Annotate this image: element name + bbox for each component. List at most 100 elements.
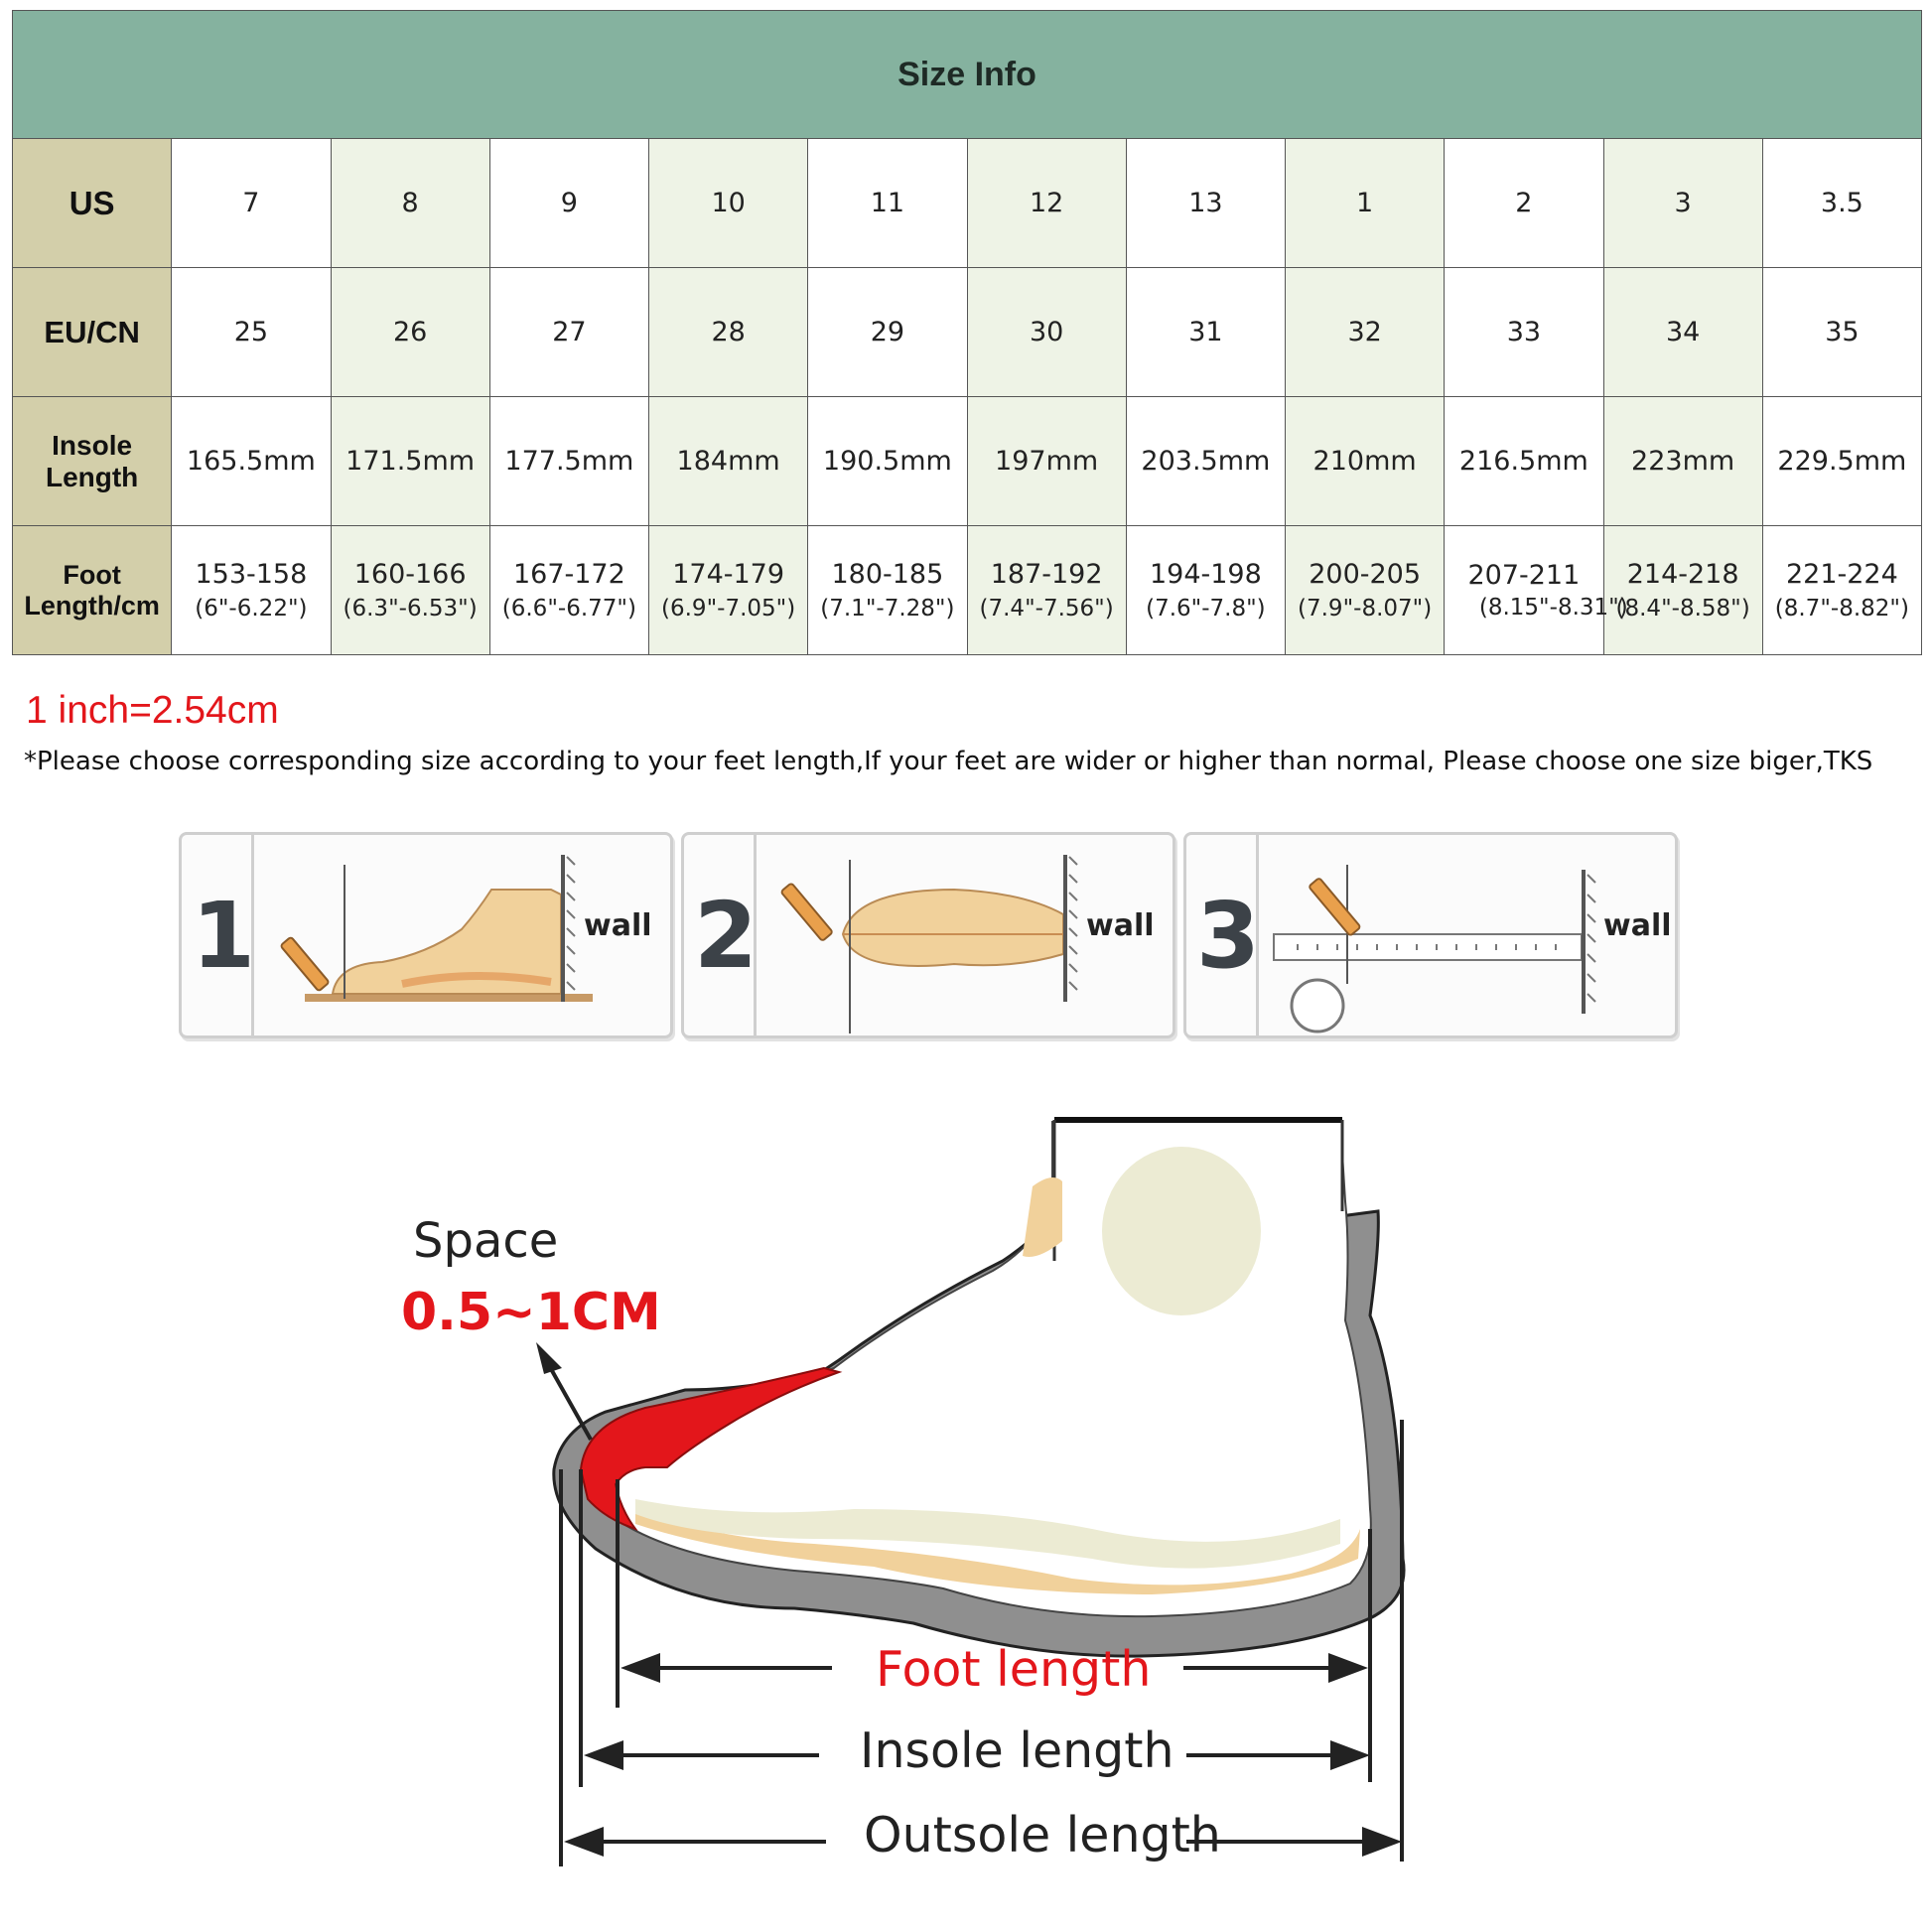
cell-main: 187-192 xyxy=(990,559,1103,590)
cell: 10 xyxy=(647,138,809,268)
step-number: 2 xyxy=(694,883,759,989)
table-row-foot-length: Foot Length/cm 153-158(6"-6.22") 160-166… xyxy=(11,525,1923,655)
table-row-eu-cn: EU/CN 25 26 27 28 29 30 31 32 33 34 35 xyxy=(11,267,1923,397)
step-number-column: 1 xyxy=(182,835,256,1035)
ruler-illustration xyxy=(1273,865,1596,1034)
cell-inches: (8.7"-8.82") xyxy=(1774,596,1909,621)
wall-label: wall xyxy=(1086,908,1155,943)
cell: 197mm xyxy=(966,396,1127,526)
cell-inches: (7.9"-8.07") xyxy=(1298,596,1433,621)
toe-space-highlight xyxy=(579,1366,843,1531)
cell: 33 xyxy=(1444,267,1604,397)
wall-hatch xyxy=(566,856,576,991)
cell: 221-224 (8.7"-8.82") xyxy=(1761,525,1923,655)
cell: 13 xyxy=(1125,138,1287,268)
row-header-insole-length: Insole Length xyxy=(11,396,173,526)
cell: 1 xyxy=(1284,138,1446,268)
cell: 8 xyxy=(330,138,490,268)
cell: 30 xyxy=(966,267,1127,397)
space-pointer-arrowhead xyxy=(536,1342,562,1374)
cell: 26 xyxy=(330,267,490,397)
cell-inches: (7.1"-7.28") xyxy=(820,596,955,621)
step-number-column: 2 xyxy=(684,835,759,1035)
cell: 153-158(6"-6.22") xyxy=(171,525,332,655)
step-number-column: 3 xyxy=(1186,835,1260,1035)
cell: 3 xyxy=(1602,138,1763,268)
cell-inches: (7.4"-7.56") xyxy=(979,596,1114,621)
cell: 9 xyxy=(488,138,650,268)
ankle-skin xyxy=(1023,1177,1062,1257)
insole-length-label: Insole length xyxy=(860,1723,1174,1779)
cell: 7 xyxy=(171,138,332,268)
row-header-eu-cn: EU/CN xyxy=(11,267,173,397)
cell-main: 160-166 xyxy=(353,559,467,590)
table-title: Size Info xyxy=(12,10,1922,139)
step-3-panel: 3 wall xyxy=(1183,832,1678,1038)
cell: 167-172(6.6"-6.77") xyxy=(488,525,650,655)
pencil-icon xyxy=(780,883,833,941)
sizing-advice: *Please choose corresponding size accord… xyxy=(24,747,1873,776)
cell: 200-205(7.9"-8.07") xyxy=(1284,525,1446,655)
wall-hatch xyxy=(1587,874,1596,1003)
cell-inches: (6.6"-6.77") xyxy=(501,596,636,621)
cell: 177.5mm xyxy=(488,396,650,526)
cell: 2 xyxy=(1444,138,1604,268)
cell: 210mm xyxy=(1284,396,1446,526)
wall-hatch xyxy=(1068,856,1078,991)
outsole-length-label: Outsole length xyxy=(864,1807,1221,1863)
cell: 207-211(8.15"-8.31") xyxy=(1444,525,1628,655)
pencil-icon xyxy=(280,936,330,992)
inch-conversion-note: 1 inch=2.54cm xyxy=(26,689,279,732)
cell-main: 180-185 xyxy=(831,559,944,590)
cell-main: 194-198 xyxy=(1149,559,1262,590)
cell: 184mm xyxy=(647,396,809,526)
pencil-icon xyxy=(1309,878,1361,936)
cell: 25 xyxy=(171,267,332,397)
cell: 27 xyxy=(488,267,650,397)
wall-label: wall xyxy=(584,908,652,943)
cell: 32 xyxy=(1284,267,1446,397)
ruler xyxy=(1273,933,1583,961)
cell-main: 174-179 xyxy=(672,559,785,590)
foot-length-arrow xyxy=(621,1653,1368,1683)
space-label: Space xyxy=(413,1213,559,1269)
outsole-length-arrow xyxy=(564,1827,1402,1857)
foot-shape xyxy=(331,889,562,995)
size-table: Size Info US 7 8 9 10 11 12 13 1 2 3 3.5… xyxy=(11,10,1923,655)
cell: 12 xyxy=(966,138,1127,268)
cell: 194-198(7.6"-7.8") xyxy=(1125,525,1287,655)
foot-outline-illustration xyxy=(780,855,1078,1034)
shoe-measurement-diagram xyxy=(536,1117,1406,1866)
cell: 35 xyxy=(1761,267,1923,397)
cell: 223mm xyxy=(1602,396,1763,526)
cell: 11 xyxy=(807,138,968,268)
floor-board xyxy=(305,994,593,1002)
cell: 216.5mm xyxy=(1444,396,1604,526)
cell: 174-179(6.9"-7.05") xyxy=(647,525,809,655)
cell-inches: (8.4"-8.58") xyxy=(1615,596,1750,621)
cell: 28 xyxy=(647,267,809,397)
cell: 31 xyxy=(1125,267,1287,397)
cell: 160-166(6.3"-6.53") xyxy=(330,525,490,655)
insole-length-arrow xyxy=(584,1740,1370,1770)
step-number: 1 xyxy=(192,883,256,989)
wall-label: wall xyxy=(1603,908,1672,943)
cell: 171.5mm xyxy=(330,396,490,526)
foot-shape xyxy=(841,888,1064,967)
cell: 3.5 xyxy=(1761,138,1923,268)
ankle-bone-shading xyxy=(1102,1147,1261,1315)
cell: 187-192 (7.4"-7.56") xyxy=(966,525,1127,655)
cell: 190.5mm xyxy=(807,396,968,526)
cell: 29 xyxy=(807,267,968,397)
foot-length-label: Foot length xyxy=(876,1641,1152,1698)
cell: 214-218 (8.4"-8.58") xyxy=(1602,525,1763,655)
sole-shading xyxy=(635,1499,1340,1569)
cell-main: 214-218 xyxy=(1626,559,1739,590)
row-header-foot-length: Foot Length/cm xyxy=(11,525,173,655)
step-2-panel: 2 wall xyxy=(681,832,1175,1038)
cell: 229.5mm xyxy=(1761,396,1923,526)
cell-main: 153-158 xyxy=(195,559,308,590)
cell-main: 221-224 xyxy=(1785,559,1898,590)
cell: 203.5mm xyxy=(1125,396,1287,526)
step-1-panel: 1 wall xyxy=(179,832,673,1038)
